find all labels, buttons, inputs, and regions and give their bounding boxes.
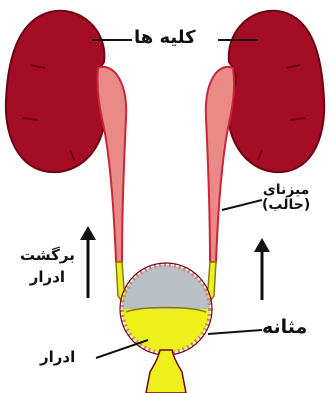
left-kidney [6, 11, 105, 172]
urine-reflux-label: برگشت ادرار [20, 248, 75, 286]
urine-pointer [96, 340, 148, 358]
bladder-label: مثانه [262, 318, 307, 338]
right-reflux-arrow [254, 238, 270, 300]
urine-label: ادرار [40, 350, 75, 366]
left-reflux-arrow [80, 226, 96, 298]
kidneys-label: کلیه ها [134, 29, 196, 48]
bladder [120, 263, 212, 355]
ureter-label-line2: (حالب) [262, 198, 310, 213]
urethra [146, 350, 186, 393]
urine-reflux-label-line2: ادرار [20, 270, 75, 286]
ureter-label-line1: میزنای [262, 183, 310, 198]
ureter-label: میزنای (حالب) [262, 183, 310, 212]
bladder-pointer [208, 330, 262, 334]
left-renal-pelvis [97, 67, 126, 262]
right-renal-pelvis [206, 67, 234, 262]
ureter-pointer [222, 200, 262, 210]
right-kidney [228, 11, 324, 172]
urine-reflux-label-line1: برگشت [20, 248, 75, 264]
